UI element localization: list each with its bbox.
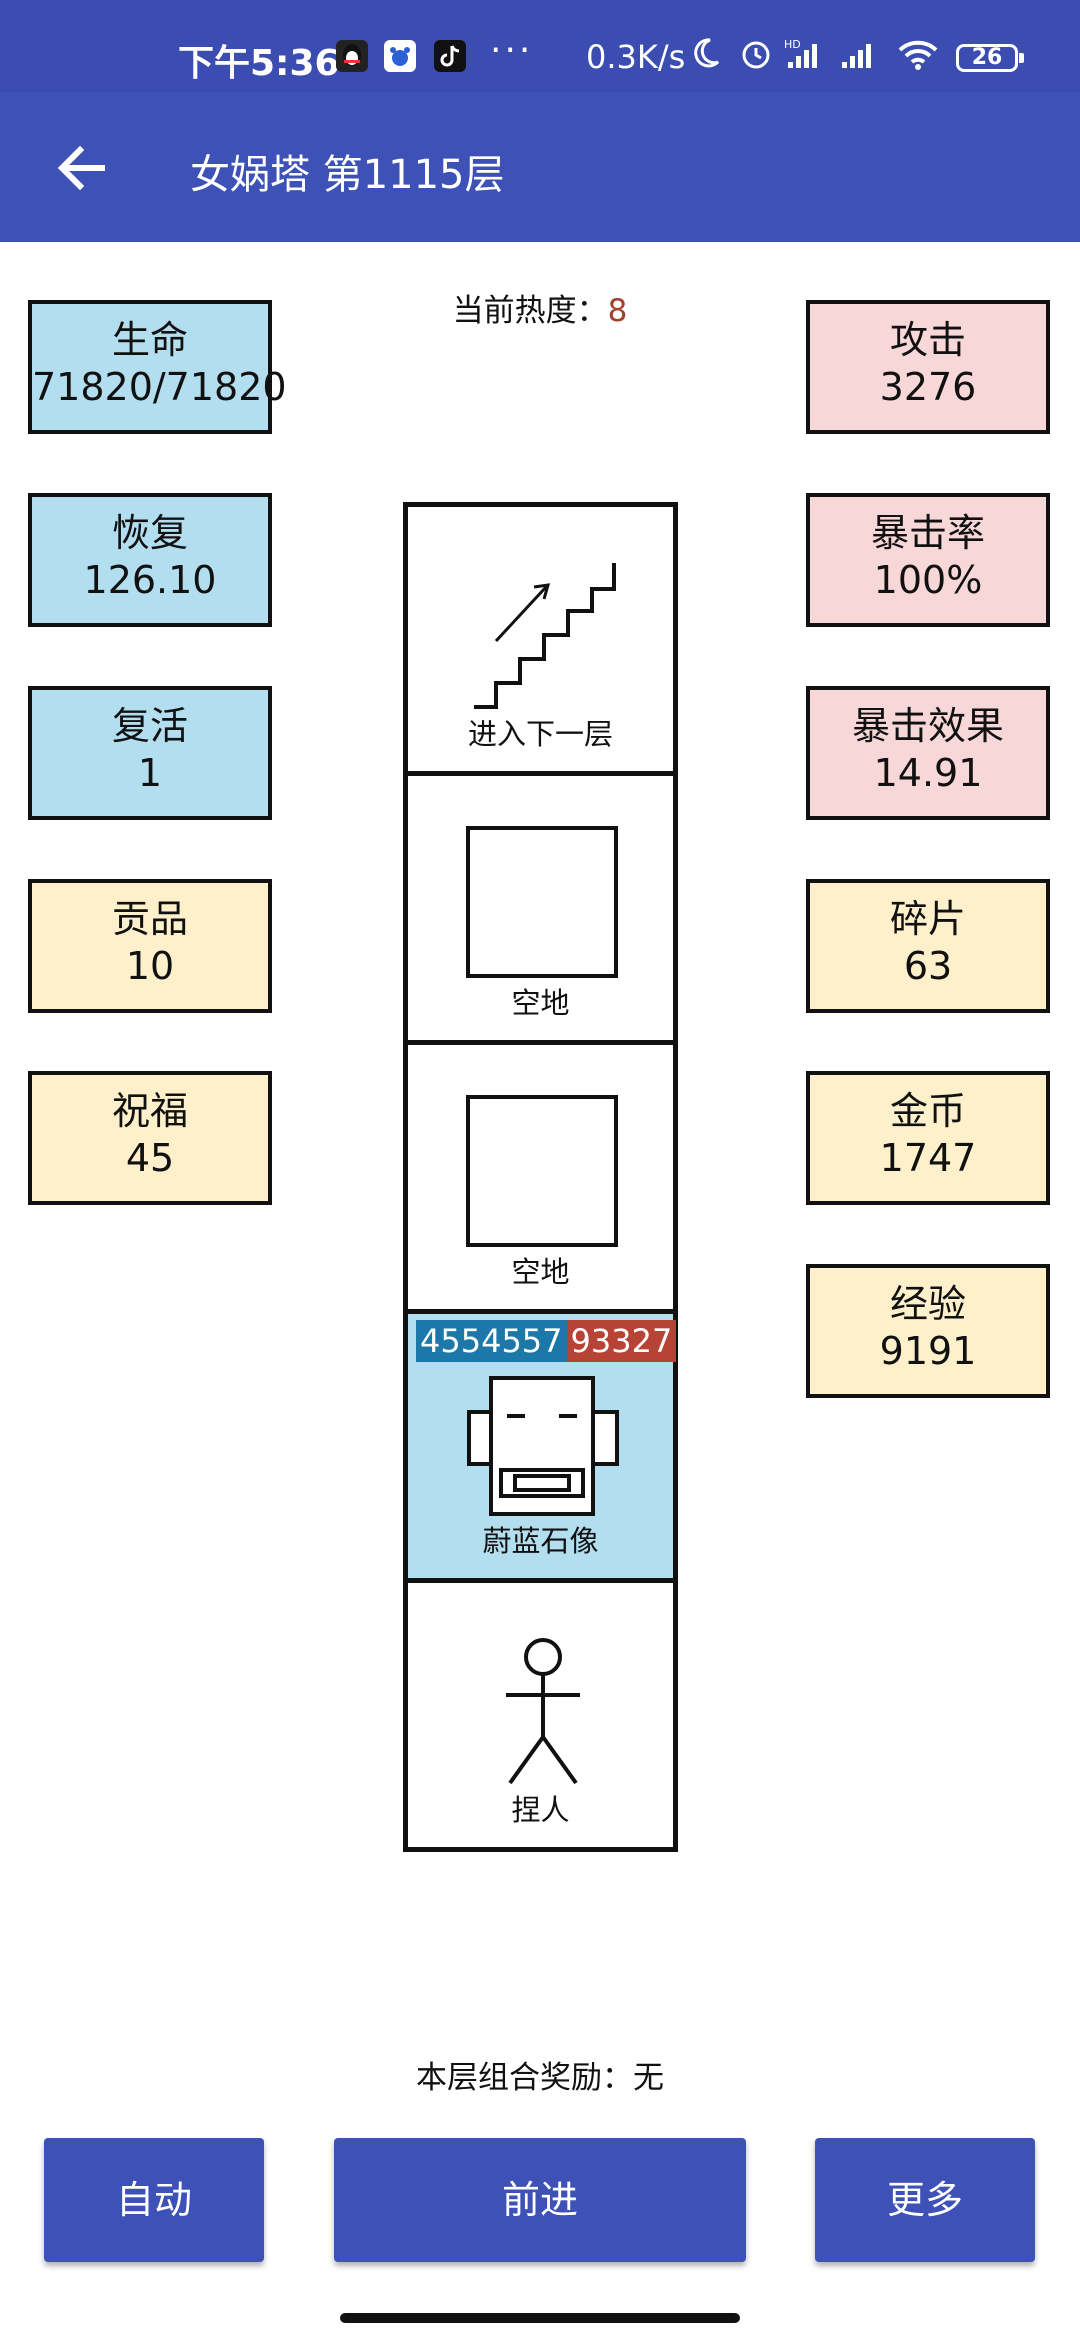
- cell-label: 空地: [511, 1255, 570, 1289]
- heat-indicator: 当前热度：8: [0, 285, 1080, 330]
- svg-text:HD: HD: [784, 38, 801, 51]
- tower-cell-character[interactable]: 捏人: [403, 1578, 678, 1852]
- cell-label: 蔚蓝石像: [482, 1524, 599, 1558]
- stat-label: 经验: [889, 1282, 966, 1326]
- qq-icon: [336, 40, 368, 72]
- stat-value: 45: [125, 1136, 175, 1180]
- battery-icon: 26: [956, 44, 1024, 72]
- alarm-icon: [738, 36, 774, 80]
- hd-signal-icon: HD: [784, 36, 830, 80]
- stat-attack: 攻击 3276: [806, 300, 1050, 434]
- robot-face-icon: [467, 1376, 619, 1516]
- stat-label: 恢复: [111, 511, 188, 555]
- stat-exp: 经验 9191: [806, 1264, 1050, 1398]
- tower-cell-empty[interactable]: 空地: [403, 1040, 678, 1314]
- heat-label: 当前热度：: [452, 293, 608, 329]
- stat-value: 1747: [879, 1136, 977, 1180]
- stat-value: 63: [903, 944, 953, 988]
- tower-cell-empty[interactable]: 空地: [403, 771, 678, 1045]
- stat-blessing: 祝福 45: [28, 1071, 272, 1205]
- stat-value: 100%: [873, 558, 983, 602]
- cell-label: 空地: [511, 986, 570, 1020]
- auto-button[interactable]: 自动: [44, 2138, 264, 2262]
- stat-value: 126.10: [83, 558, 217, 602]
- app-bar: 女娲塔 第1115层: [0, 92, 1080, 242]
- stat-label: 碎片: [889, 897, 966, 941]
- stat-revive: 复活 1: [28, 686, 272, 820]
- stat-label: 复活: [111, 704, 188, 748]
- heat-value: 8: [607, 293, 628, 329]
- stairs-up-icon: [474, 563, 616, 709]
- net-speed: 0.3K/s: [586, 38, 686, 76]
- stat-value: 3276: [879, 365, 977, 409]
- home-indicator[interactable]: [340, 2313, 740, 2323]
- forward-button[interactable]: 前进: [334, 2138, 746, 2262]
- stat-value: 10: [125, 944, 175, 988]
- wifi-icon: [896, 36, 940, 80]
- stat-hp: 生命 71820/71820: [28, 300, 287, 434]
- stat-label: 祝福: [111, 1089, 188, 1133]
- tower-cell-next-floor[interactable]: 进入下一层: [403, 502, 678, 776]
- signal-icon: [840, 36, 880, 80]
- baidu-icon: [384, 40, 416, 72]
- stat-value: 1: [137, 751, 163, 795]
- monster-hp: 4554557: [416, 1320, 567, 1362]
- stat-label: 生命: [111, 318, 188, 362]
- more-notifications-icon: ···: [490, 30, 534, 71]
- combo-reward: 本层组合奖励：无: [416, 2060, 664, 2096]
- stat-label: 贡品: [111, 897, 188, 941]
- stat-crit-rate: 暴击率 100%: [806, 493, 1050, 627]
- stat-crit-damage: 暴击效果 14.91: [806, 686, 1050, 820]
- stat-gold: 金币 1747: [806, 1071, 1050, 1205]
- page-title: 女娲塔 第1115层: [190, 152, 505, 198]
- stat-label: 暴击效果: [851, 704, 1004, 748]
- back-arrow-icon[interactable]: [50, 136, 114, 200]
- monster-attack: 93327: [566, 1320, 677, 1362]
- stick-figure-icon: [506, 1638, 580, 1785]
- stat-value: 14.91: [873, 751, 983, 795]
- stat-value: 9191: [879, 1329, 977, 1373]
- status-bar: 下午5:36 ··· 0.3K/s HD 26: [0, 0, 1080, 92]
- stat-label: 攻击: [889, 318, 966, 362]
- tiktok-icon: [434, 40, 466, 72]
- empty-square-icon: [466, 1095, 618, 1247]
- empty-square-icon: [466, 826, 618, 978]
- stat-value: 71820/71820: [32, 365, 287, 409]
- cell-label: 进入下一层: [467, 717, 613, 751]
- stat-tribute: 贡品 10: [28, 879, 272, 1013]
- stat-label: 金币: [889, 1089, 966, 1133]
- stat-fragments: 碎片 63: [806, 879, 1050, 1013]
- stat-label: 暴击率: [870, 511, 985, 555]
- stat-regen: 恢复 126.10: [28, 493, 272, 627]
- more-button[interactable]: 更多: [815, 2138, 1035, 2262]
- moon-icon: [688, 36, 722, 78]
- status-time: 下午5:36: [178, 43, 340, 84]
- cell-label: 捏人: [511, 1793, 570, 1827]
